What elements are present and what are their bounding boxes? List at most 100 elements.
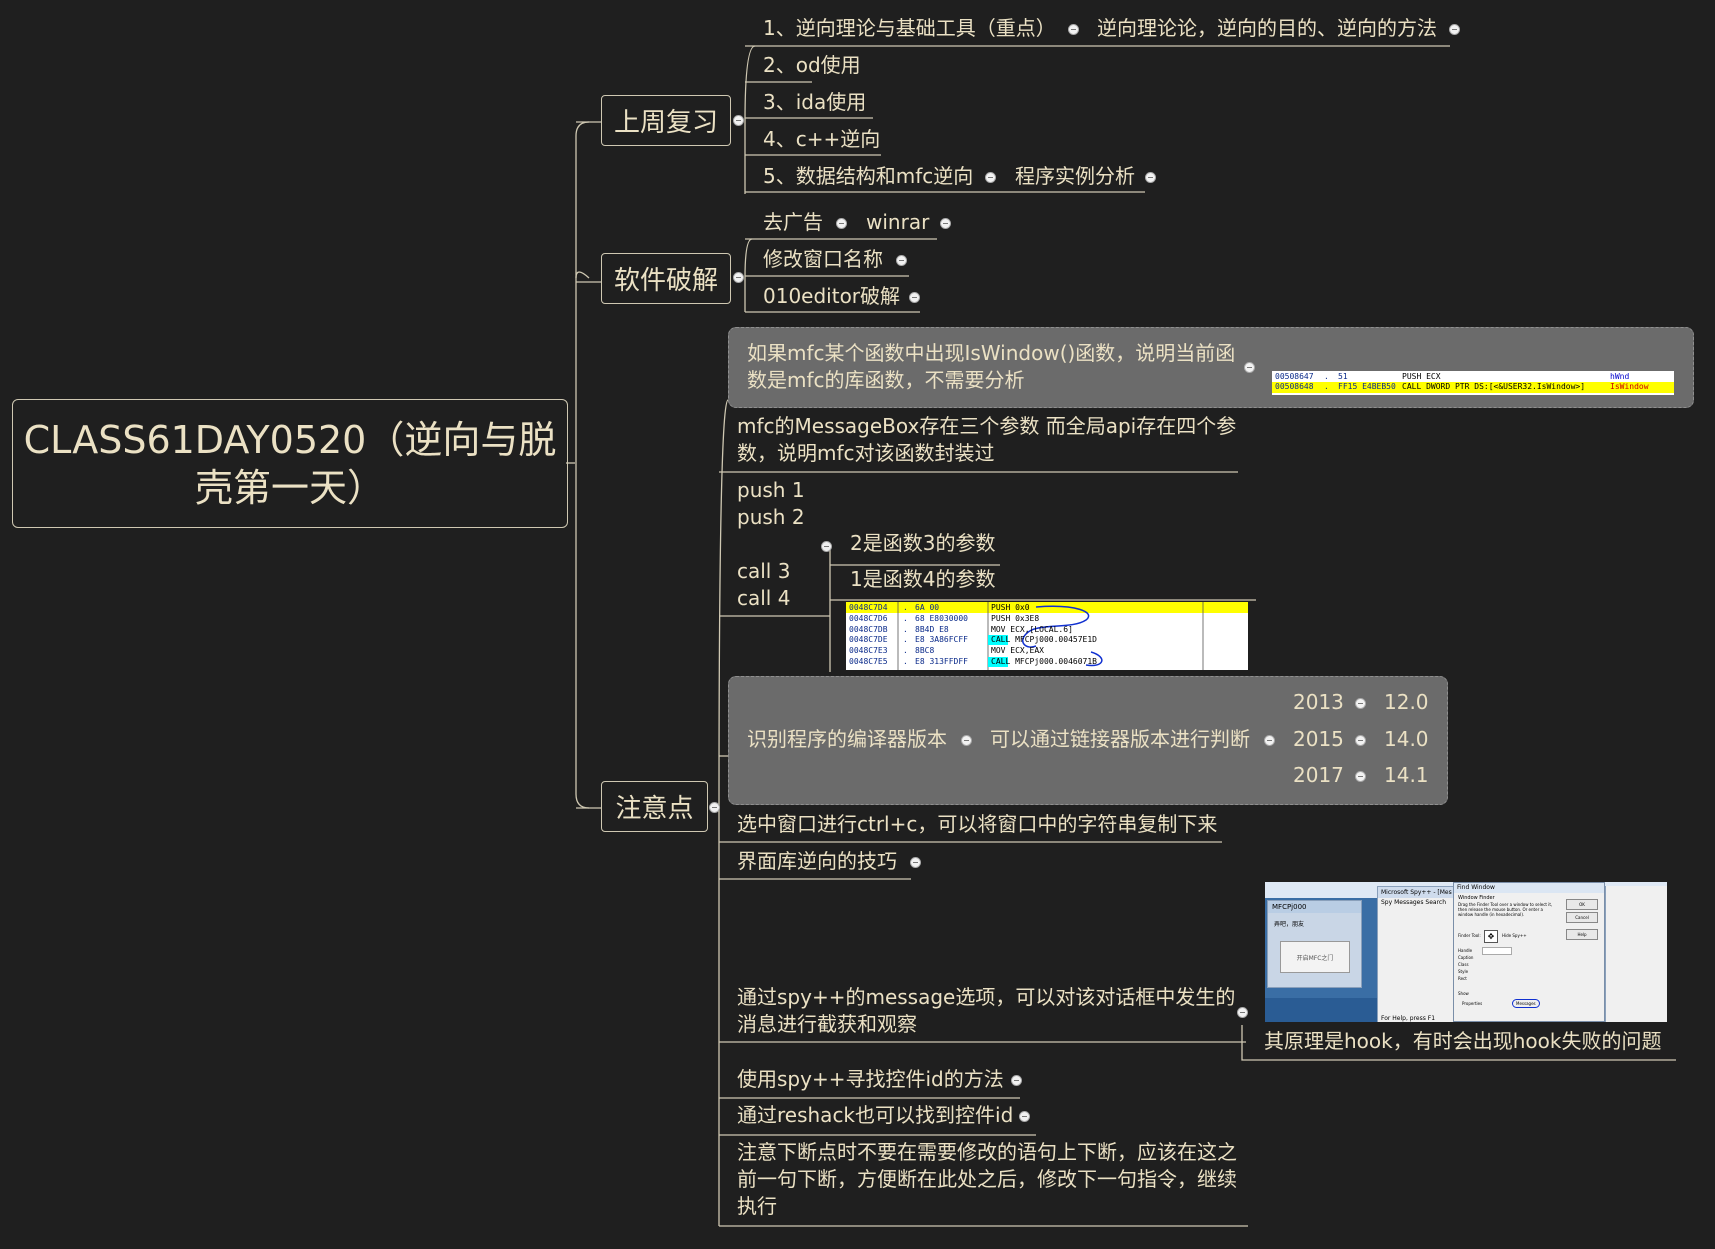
note-push-1[interactable]: push 1 xyxy=(737,478,805,502)
note-ui-trick[interactable]: 界面库逆向的技巧 xyxy=(737,849,897,873)
collapse-icon[interactable] xyxy=(1355,698,1366,709)
crack-item-rename[interactable]: 修改窗口名称 xyxy=(763,247,883,271)
branch-notes[interactable]: 注意点 xyxy=(601,781,708,832)
note-spy-control-id[interactable]: 使用spy++寻找控件id的方法 xyxy=(737,1067,1004,1091)
branch-crack[interactable]: 软件破解 xyxy=(601,253,731,304)
expand-icon[interactable] xyxy=(910,857,921,868)
expand-icon[interactable] xyxy=(1019,1111,1030,1122)
collapse-icon[interactable] xyxy=(1264,735,1275,746)
collapse-icon[interactable] xyxy=(709,802,720,813)
note-call-3[interactable]: call 3 xyxy=(737,559,791,583)
root-node[interactable]: CLASS61DAY0520（逆向与脱 壳第一天） xyxy=(12,399,568,528)
note-breakpoint-line2: 前一句下断，方便断在此处之后，修改下一句指令，继续 xyxy=(737,1167,1237,1191)
asm-dot: . xyxy=(1324,372,1329,381)
asm-row: 0048C7D4 . 6A 00 PUSH 0x0 xyxy=(849,603,1245,614)
asm-addr: 00508648 xyxy=(1275,382,1314,391)
note-spy-line2: 消息进行截获和观察 xyxy=(737,1012,917,1036)
note-reshack[interactable]: 通过reshack也可以找到控件id xyxy=(737,1103,1014,1127)
version-number[interactable]: 12.0 xyxy=(1384,690,1429,714)
note-spy-line1: 通过spy++的message选项，可以对该对话框中发生的 xyxy=(737,985,1236,1009)
finder-label: Window Finder xyxy=(1458,895,1495,901)
collapse-icon[interactable] xyxy=(1068,24,1079,35)
note-spy-message[interactable]: 通过spy++的message选项，可以对该对话框中发生的 消息进行截获和观察 xyxy=(737,984,1257,1038)
note-messagebox-line1: mfc的MessageBox存在三个参数 而全局api存在四个参 xyxy=(737,414,1237,438)
version-year[interactable]: 2015 xyxy=(1293,727,1344,751)
collapse-icon[interactable] xyxy=(821,541,832,552)
asm-hex: 8B4D E8 xyxy=(915,624,949,634)
review-item-2[interactable]: 2、od使用 xyxy=(763,53,861,77)
note-spy-hook[interactable]: 其原理是hook，有时会出现hook失败的问题 xyxy=(1264,1029,1662,1053)
expand-icon[interactable] xyxy=(1011,1075,1022,1086)
asm-list: 0048C7D4 . 6A 00 PUSH 0x0 0048C7D6 . 68 … xyxy=(849,603,1245,668)
find-window-title: Find Window xyxy=(1454,883,1604,893)
note-compiler-child[interactable]: 可以通过链接器版本进行判断 xyxy=(990,727,1250,751)
collapse-icon[interactable] xyxy=(961,735,972,746)
note-ctrl-c[interactable]: 选中窗口进行ctrl+c，可以将窗口中的字符串复制下来 xyxy=(737,812,1218,836)
version-number[interactable]: 14.0 xyxy=(1384,727,1429,751)
mfc-dialog-button: 开启MFC之门 xyxy=(1280,941,1350,973)
branch-notes-label: 注意点 xyxy=(615,794,694,824)
review-item-4[interactable]: 4、c++逆向 xyxy=(763,127,881,151)
version-year[interactable]: 2013 xyxy=(1293,690,1344,714)
asm-dot: . xyxy=(1324,382,1329,391)
asm-hex: 68 E8030000 xyxy=(915,613,968,623)
note-messagebox[interactable]: mfc的MessageBox存在三个参数 而全局api存在四个参 数，说明mfc… xyxy=(737,413,1257,467)
asm-hex: E8 3A86FCFF xyxy=(915,635,968,645)
crack-item-ad[interactable]: 去广告 xyxy=(763,210,823,234)
collapse-icon[interactable] xyxy=(733,272,744,283)
collapse-icon[interactable] xyxy=(1355,735,1366,746)
branch-review[interactable]: 上周复习 xyxy=(601,95,731,146)
crack-item-ad-child[interactable]: winrar xyxy=(866,210,930,234)
version-number[interactable]: 14.1 xyxy=(1384,763,1429,787)
asm-instr: PUSH 0x3E8 xyxy=(991,613,1040,623)
collapse-icon[interactable] xyxy=(985,172,996,183)
asm-dot: . xyxy=(903,624,908,634)
spy-screenshot: MFCPj000 弄吧，朋友 开启MFC之门 Microsoft Spy++ -… xyxy=(1265,882,1667,1022)
note-breakpoint[interactable]: 注意下断点时不要在需要修改的语句上下断，应该在这之 前一句下断，方便断在此处之后… xyxy=(737,1139,1257,1220)
spy-window-status: For Help, press F1 xyxy=(1381,1015,1436,1022)
debugger-grid xyxy=(846,602,1248,670)
review-item-3[interactable]: 3、ida使用 xyxy=(763,90,867,114)
find-window-dialog: Find Window Window Finder Drag the Finde… xyxy=(1453,882,1605,1022)
expand-icon[interactable] xyxy=(909,292,920,303)
field-label: Caption xyxy=(1458,955,1474,960)
collapse-icon[interactable] xyxy=(1244,362,1255,373)
asm-dot: . xyxy=(903,613,908,623)
field-label: Handle xyxy=(1458,948,1473,953)
finder-tool-label: Finder Tool: xyxy=(1458,933,1481,938)
branch-review-label: 上周复习 xyxy=(613,108,718,138)
note-param-1[interactable]: 1是函数4的参数 xyxy=(850,567,996,591)
asm-row: 0048C7DB . 8B4D E8 MOV ECX,[LOCAL.6] xyxy=(849,625,1245,636)
collapse-icon[interactable] xyxy=(733,115,744,126)
expand-icon[interactable] xyxy=(1145,172,1156,183)
asm-row: 0048C7E3 . 8BC8 MOV ECX,EAX xyxy=(849,646,1245,657)
asm-dot: . xyxy=(903,603,908,612)
asm-hex: FF15 E4BEB50 xyxy=(1338,382,1396,391)
expand-icon[interactable] xyxy=(896,255,907,266)
hide-spy-checkbox: Hide Spy++ xyxy=(1502,933,1527,938)
asm-addr: 0048C7E5 xyxy=(849,656,888,666)
help-button: Help xyxy=(1566,929,1598,940)
field-label: Style xyxy=(1458,969,1469,974)
note-call-4[interactable]: call 4 xyxy=(737,586,791,610)
collapse-icon[interactable] xyxy=(1355,771,1366,782)
note-iswindow[interactable]: 如果mfc某个函数中出现IsWindow()函数，说明当前函 数是mfc的库函数… xyxy=(747,340,1247,394)
version-year[interactable]: 2017 xyxy=(1293,763,1344,787)
asm-hex: 6A 00 xyxy=(915,603,940,612)
expand-icon[interactable] xyxy=(1449,24,1460,35)
asm-comment: IsWindow xyxy=(1610,382,1649,391)
collapse-icon[interactable] xyxy=(836,218,847,229)
review-item-5-child[interactable]: 程序实例分析 xyxy=(1015,164,1135,188)
crack-item-010editor[interactable]: 010editor破解 xyxy=(763,284,901,308)
note-push-2[interactable]: push 2 xyxy=(737,505,805,529)
collapse-icon[interactable] xyxy=(1237,1007,1248,1018)
review-item-1[interactable]: 1、逆向理论与基础工具（重点） xyxy=(763,16,1056,40)
note-compiler[interactable]: 识别程序的编译器版本 xyxy=(747,727,947,751)
finder-fields: Handle Caption Class Style Rect xyxy=(1458,947,1473,982)
note-param-2[interactable]: 2是函数3的参数 xyxy=(850,531,996,555)
summary-box-compiler xyxy=(728,676,1448,805)
review-item-5[interactable]: 5、数据结构和mfc逆向 xyxy=(763,164,974,188)
expand-icon[interactable] xyxy=(940,218,951,229)
asm-addr: 0048C7DB xyxy=(849,624,888,634)
review-item-1-child[interactable]: 逆向理论论，逆向的目的、逆向的方法 xyxy=(1097,16,1437,40)
